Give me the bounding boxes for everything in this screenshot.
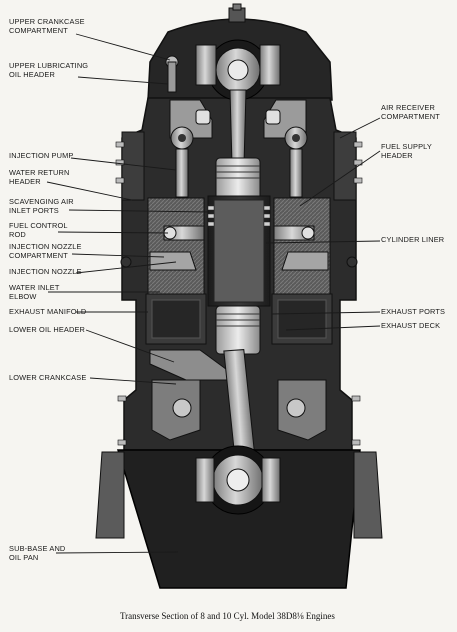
label-lower-oil-header: LOWER OIL HEADER: [9, 325, 86, 335]
leader-fuel-supply: [299, 150, 381, 207]
left-injection-pump: [170, 126, 194, 198]
label-line: OIL HEADER: [9, 69, 55, 79]
label-line: INJECTION PUMP: [9, 151, 74, 160]
label-injection-nozzle-compartment: INJECTION NOZZLE COMPARTMENT: [9, 242, 82, 260]
label-exhaust-deck: EXHAUST DECK: [381, 321, 441, 331]
leader-injection-nozzle: [75, 261, 177, 274]
right-injection-nozzle: [273, 225, 315, 241]
label-line: AIR RECEIVER: [381, 103, 435, 112]
label-line: FUEL CONTROL: [9, 221, 68, 230]
leader-exhaust-deck: [285, 325, 381, 331]
label-cylinder-liner: CYLINDER LINER: [381, 235, 445, 245]
label-injection-nozzle: INJECTION NOZZLE: [9, 267, 82, 277]
label-fuel-supply-header: FUEL SUPPLY HEADER: [381, 142, 432, 160]
label-line: UPPER LUBRICATING: [9, 61, 89, 70]
leader-lower-crankcase: [89, 377, 177, 385]
label-line: UPPER CRANKCASE: [9, 17, 85, 26]
leader-sub-base: [55, 551, 179, 554]
label-line: COMPARTMENT: [381, 111, 440, 121]
leader-scavenging-air: [68, 209, 211, 213]
label-upper-lubricating-oil-header: UPPER LUBRICATING OIL HEADER: [9, 61, 89, 79]
label-line: OIL PAN: [9, 552, 39, 562]
label-line: SUB-BASE AND: [9, 544, 66, 553]
leader-lower-oil-header: [85, 329, 175, 363]
label-line: EXHAUST PORTS: [381, 307, 446, 316]
label-exhaust-ports: EXHAUST PORTS: [381, 307, 446, 317]
label-upper-crankcase-compartment: UPPER CRANKCASE COMPARTMENT: [9, 17, 85, 35]
label-line: EXHAUST MANIFOLD: [9, 307, 87, 316]
label-injection-pump: INJECTION PUMP: [9, 151, 74, 161]
label-line: COMPARTMENT: [9, 250, 68, 260]
label-exhaust-manifold: EXHAUST MANIFOLD: [9, 307, 87, 317]
label-line: COMPARTMENT: [9, 25, 68, 35]
label-line: ROD: [9, 229, 26, 239]
label-line: CYLINDER LINER: [381, 235, 445, 244]
label-line: INJECTION NOZZLE: [9, 242, 82, 251]
leader-water-return: [46, 181, 133, 201]
leader-upper-crankcase: [75, 33, 171, 61]
leader-exhaust-ports: [271, 311, 381, 315]
label-line: LOWER CRANKCASE: [9, 373, 87, 382]
label-line: INLET PORTS: [9, 205, 59, 215]
label-water-inlet-elbow: WATER INLET ELBOW: [9, 283, 60, 301]
label-line: FUEL SUPPLY: [381, 142, 432, 151]
label-line: INJECTION NOZZLE: [9, 267, 82, 276]
label-line: ELBOW: [9, 291, 37, 301]
engine-body: [95, 3, 383, 589]
label-line: WATER RETURN: [9, 168, 70, 177]
leader-air-receiver: [339, 117, 381, 139]
leader-cylinder-liner: [265, 240, 381, 244]
label-line: SCAVENGING AIR: [9, 197, 74, 206]
right-injection-pump: [284, 126, 308, 198]
leader-upper-oil-header: [77, 76, 169, 85]
figure-caption: Transverse Section of 8 and 10 Cyl. Mode…: [120, 611, 335, 621]
label-fuel-control-rod: FUEL CONTROL ROD: [9, 221, 68, 239]
leader-lines: [46, 33, 381, 554]
label-line: EXHAUST DECK: [381, 321, 441, 330]
label-line: LOWER OIL HEADER: [9, 325, 86, 334]
label-lower-crankcase: LOWER CRANKCASE: [9, 373, 87, 383]
label-scavenging-air-inlet-ports: SCAVENGING AIR INLET PORTS: [9, 197, 74, 215]
label-line: WATER INLET: [9, 283, 60, 292]
leader-injection-pump: [70, 157, 177, 171]
label-line: HEADER: [9, 176, 41, 186]
label-sub-base-and-oil-pan: SUB-BASE AND OIL PAN: [9, 544, 66, 562]
leader-fuel-control: [57, 231, 169, 234]
left-injection-nozzle: [163, 225, 205, 241]
label-water-return-header: WATER RETURN HEADER: [9, 168, 70, 186]
leader-injection-nozzle-compartment: [71, 253, 165, 258]
label-air-receiver-compartment: AIR RECEIVER COMPARTMENT: [381, 103, 440, 121]
label-line: HEADER: [381, 150, 413, 160]
